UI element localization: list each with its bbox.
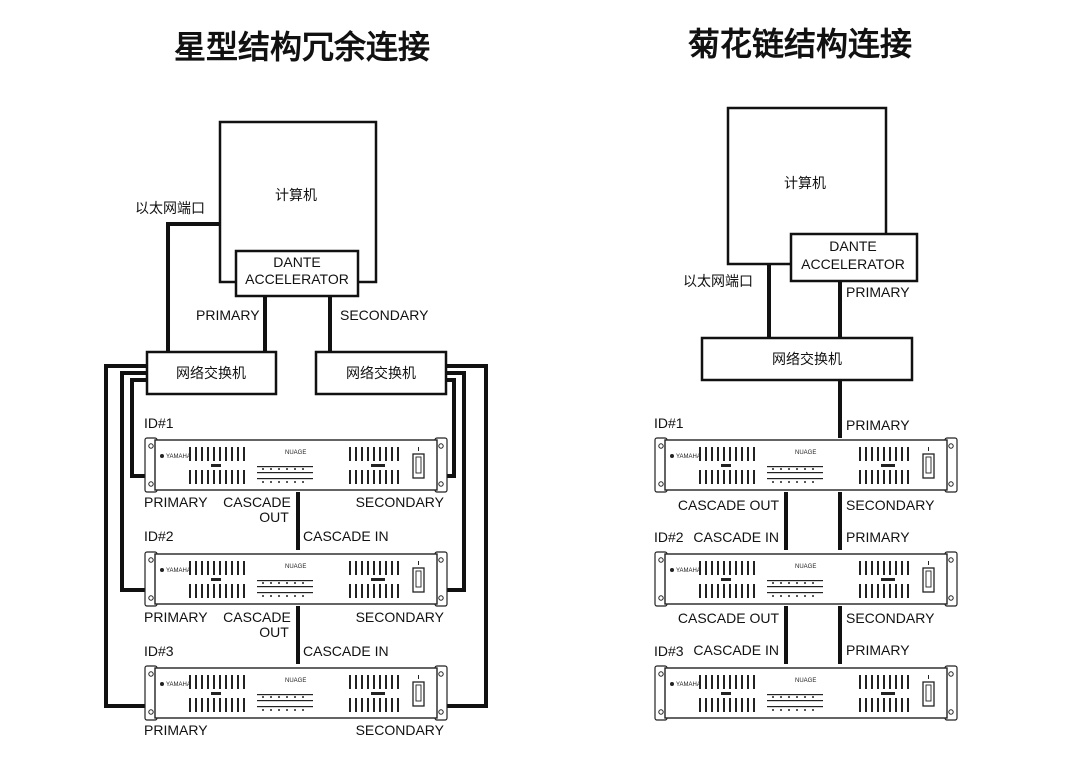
star-device2-cascade-out-2: OUT xyxy=(259,624,289,640)
daisy-computer-label: 计算机 xyxy=(784,176,826,192)
star-switch-right-label: 网络交换机 xyxy=(346,365,416,382)
star-accelerator-line1: DANTE xyxy=(273,254,320,270)
daisy-device1-secondary: SECONDARY xyxy=(846,497,935,513)
daisy-accelerator-line1: DANTE xyxy=(829,238,876,254)
daisy-device2-secondary: SECONDARY xyxy=(846,610,935,626)
star-device3-cascade-in: CASCADE IN xyxy=(303,643,389,659)
daisy-device-2 xyxy=(654,551,958,607)
star-device2-cascade-in: CASCADE IN xyxy=(303,528,389,544)
star-device2-primary: PRIMARY xyxy=(144,609,208,625)
star-diagram: 计算机 DANTE ACCELERATOR 以太网端口 PRIMARY SECO… xyxy=(104,120,488,738)
star-ethernet-port-label: 以太网端口 xyxy=(135,201,205,217)
daisy-device-3 xyxy=(654,665,958,721)
star-primary-label: PRIMARY xyxy=(196,307,260,323)
daisy-device3-cascade-in: CASCADE IN xyxy=(693,642,779,658)
star-switch-left-label: 网络交换机 xyxy=(176,365,246,382)
daisy-ethernet-port-label: 以太网端口 xyxy=(683,274,753,290)
star-primary-cable-id1 xyxy=(130,378,147,478)
star-device-1 xyxy=(144,437,448,493)
star-switch-right xyxy=(314,350,448,396)
daisy-accelerator-line2: ACCELERATOR xyxy=(801,256,905,272)
star-device1-primary: PRIMARY xyxy=(144,494,208,510)
daisy-device1-primary: PRIMARY xyxy=(846,417,910,433)
star-device2-cascade-out-1: CASCADE xyxy=(223,609,291,625)
daisy-device-id2: ID#2 xyxy=(654,529,684,545)
star-device-id1: ID#1 xyxy=(144,415,174,431)
daisy-device3-primary: PRIMARY xyxy=(846,642,910,658)
daisy-dante-accelerator xyxy=(789,232,919,283)
star-secondary-cable-id3 xyxy=(446,364,488,708)
star-primary-cable-id3 xyxy=(104,364,147,708)
star-switch-left xyxy=(145,350,278,396)
star-title: 星型结构冗余连接 xyxy=(174,28,430,66)
daisy-device2-cascade-in: CASCADE IN xyxy=(693,529,779,545)
star-device-2 xyxy=(144,551,448,607)
star-device1-secondary: SECONDARY xyxy=(356,494,445,510)
star-secondary-cable-id2 xyxy=(446,371,466,592)
star-accelerator-line2: ACCELERATOR xyxy=(245,271,349,287)
daisy-primary-label: PRIMARY xyxy=(846,284,910,300)
daisy-device-id1: ID#1 xyxy=(654,415,684,431)
daisy-device-id3: ID#3 xyxy=(654,643,684,659)
daisy-switch-label: 网络交换机 xyxy=(772,351,842,368)
star-computer-label: 计算机 xyxy=(275,188,317,204)
daisy-device1-cascade-out: CASCADE OUT xyxy=(678,497,780,513)
star-device-3 xyxy=(144,665,448,721)
star-secondary-label: SECONDARY xyxy=(340,307,429,323)
star-device3-primary: PRIMARY xyxy=(144,722,208,738)
daisy-switch xyxy=(700,336,914,382)
star-device1-cascade-out-1: CASCADE xyxy=(223,494,291,510)
star-primary-cable-id2 xyxy=(120,371,147,592)
daisy-device2-cascade-out: CASCADE OUT xyxy=(678,610,780,626)
star-dante-accelerator xyxy=(234,249,360,298)
star-secondary-cable-id1 xyxy=(446,378,456,478)
daisy-device-1 xyxy=(654,437,958,493)
star-device-id3: ID#3 xyxy=(144,643,174,659)
daisy-device2-primary: PRIMARY xyxy=(846,529,910,545)
star-device-id2: ID#2 xyxy=(144,528,174,544)
star-device1-cascade-out-2: OUT xyxy=(259,509,289,525)
star-device2-secondary: SECONDARY xyxy=(356,609,445,625)
star-device3-secondary: SECONDARY xyxy=(356,722,445,738)
daisy-diagram: 计算机 DANTE ACCELERATOR 以太网端口 PRIMARY 网络交换… xyxy=(654,106,958,721)
daisy-title: 菊花链结构连接 xyxy=(688,25,912,63)
star-ethernet-cable xyxy=(166,222,220,352)
